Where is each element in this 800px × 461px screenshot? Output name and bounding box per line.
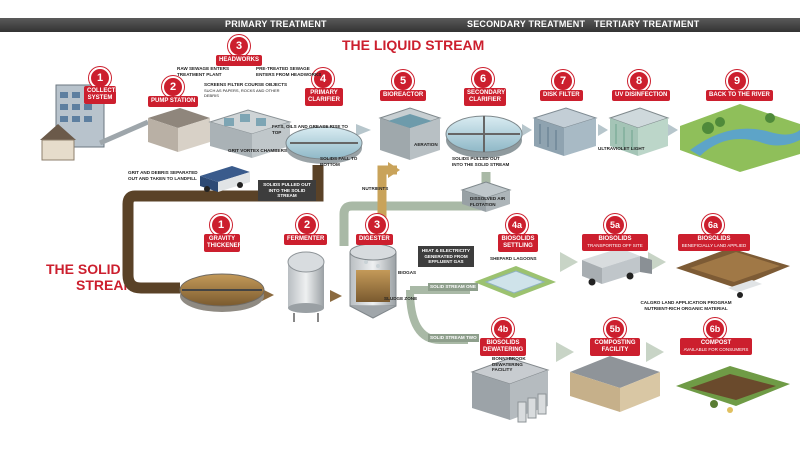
biosolids-dewatering-badge: 4b — [492, 318, 514, 340]
solid-stream-title-1: THE SOLID — [46, 261, 121, 277]
biosolids-settling-badge: 4a — [506, 214, 528, 236]
bioreactor-label: BIOREACTOR — [380, 90, 427, 101]
compost-badge: 6b — [704, 318, 726, 340]
land-application-illustration — [676, 248, 790, 298]
daf-note: DISSOLVED AIR FLOTATION — [470, 196, 506, 207]
raw-sewage-note: RAW SEWAGE ENTERS TREATMENT PLANT — [177, 66, 230, 77]
landfill-truck-illustration — [200, 166, 250, 192]
fermenter-label: FERMENTER — [284, 234, 328, 245]
biogas-note: BIOGAS — [398, 270, 417, 275]
collection-system-badge: 1 — [89, 67, 111, 89]
gravity-thickener-illustration — [179, 273, 265, 312]
fats-note: FATS, OILS AND GREASE RISE TO TOP — [272, 124, 348, 135]
aeration-note: AERATION — [414, 142, 438, 147]
secondary-clarifier-label: SECONDARY CLARIFIER — [464, 88, 506, 106]
uv-disinfection-illustration — [608, 107, 670, 156]
collection-system-label: COLLECTION SYSTEM — [84, 86, 126, 104]
solids-pipe-primary — [122, 165, 324, 294]
liquid-stream-title: THE LIQUID STREAM — [342, 37, 485, 53]
disk-filter-label: DISK FILTER — [540, 90, 583, 101]
fermenter-badge: 2 — [296, 214, 318, 236]
shepard-lagoons-note: SHEPARD LAGOONS — [490, 256, 537, 261]
gravity-thickener-label: GRAVITY THICKENER — [204, 234, 242, 252]
header-secondary: SECONDARY TREATMENT — [467, 19, 586, 29]
header-primary: PRIMARY TREATMENT — [225, 19, 327, 29]
secondary-clarifier-illustration — [445, 115, 523, 158]
biosolids-transported-badge: 5a — [604, 214, 626, 236]
solids-pulled-primary-note: SOLIDS PULLED OUT INTO THE SOLID STREAM — [258, 180, 316, 201]
bioreactor-badge: 5 — [392, 70, 414, 92]
grit-chambers-note: GRIT VORTEX CHAMBERS — [228, 148, 287, 153]
biosolids-settling-label: BIOSOLIDS SETTLING — [498, 234, 538, 252]
fermenter-illustration — [287, 251, 325, 322]
disk-filter-illustration — [532, 107, 598, 156]
pump-station-label: PUMP STATION — [148, 96, 199, 107]
nutrients-note: NUTRIENTS — [362, 186, 389, 191]
solid-stream-two-note: SOLID STREAM TWO — [428, 334, 479, 342]
headworks-badge: 3 — [228, 35, 250, 57]
composting-facility-label: COMPOSTING FACILITY — [590, 338, 640, 356]
tanker-truck-illustration — [582, 248, 652, 286]
primary-clarifier-illustration — [285, 126, 363, 164]
solids-pulled-secondary-note: SOLIDS PULLED OUT INTO THE SOLID STREAM — [452, 156, 510, 167]
disk-filter-badge: 7 — [552, 70, 574, 92]
grit-debris-note: GRIT AND DEBRIS SEPARATED OUT AND TAKEN … — [128, 170, 198, 181]
treatment-header-bar — [0, 18, 800, 32]
biosolids-dewatering-label: BIOSOLIDS DEWATERING — [480, 338, 526, 356]
ultraviolet-note: ULTRAVIOLET LIGHT — [598, 146, 645, 151]
digester-label: DIGESTER — [356, 234, 393, 245]
solid-stream-one-note: SOLID STREAM ONE — [428, 283, 478, 291]
nutrients-arrow — [388, 162, 400, 178]
sludge-zone-note: SLUDGE ZONE — [384, 296, 418, 301]
headworks-illustration — [208, 109, 292, 158]
back-to-river-label: BACK TO THE RIVER — [706, 90, 773, 101]
lagoons-illustration — [474, 266, 556, 298]
solids-pipe-secondary — [339, 172, 491, 246]
bioreactor-illustration — [378, 107, 442, 160]
pump-station-badge: 2 — [162, 76, 184, 98]
solid-stream-title-2: STREAM — [76, 277, 136, 293]
heat-electricity-note: HEAT & ELECTRICITY GENERATED FROM EFFLUE… — [418, 246, 474, 267]
pump-station-illustration — [148, 108, 210, 152]
bonnybrook-note: BONNYBROOK DEWATERING FACILITY — [492, 356, 526, 372]
composting-facility-illustration — [570, 356, 660, 412]
daf-illustration — [460, 181, 512, 212]
solids-fall-note: SOLIDS FALL TO BOTTOM — [320, 156, 358, 167]
header-tertiary: TERTIARY TREATMENT — [594, 19, 700, 29]
river-illustration — [680, 104, 800, 172]
uv-disinfection-badge: 8 — [628, 70, 650, 92]
composting-facility-badge: 5b — [604, 318, 626, 340]
uv-disinfection-label: UV DISINFECTION — [612, 90, 671, 101]
headworks-label: HEADWORKS — [216, 55, 262, 66]
back-to-river-badge: 9 — [726, 70, 748, 92]
biosolids-land-applied-badge: 6a — [702, 214, 724, 236]
compost-illustration — [676, 366, 790, 413]
primary-clarifier-label: PRIMARY CLARIFIER — [305, 88, 343, 106]
secondary-clarifier-badge: 6 — [472, 68, 494, 90]
gravity-thickener-badge: 1 — [210, 214, 232, 236]
dewatering-facility-illustration — [470, 357, 550, 423]
pretreated-note: PRE-TREATED SEWAGE ENTERS FROM HEADWORKS — [256, 66, 322, 77]
digester-badge: 3 — [366, 214, 388, 236]
solid-stream-two-pipe — [406, 289, 468, 344]
digester-illustration — [349, 243, 397, 319]
